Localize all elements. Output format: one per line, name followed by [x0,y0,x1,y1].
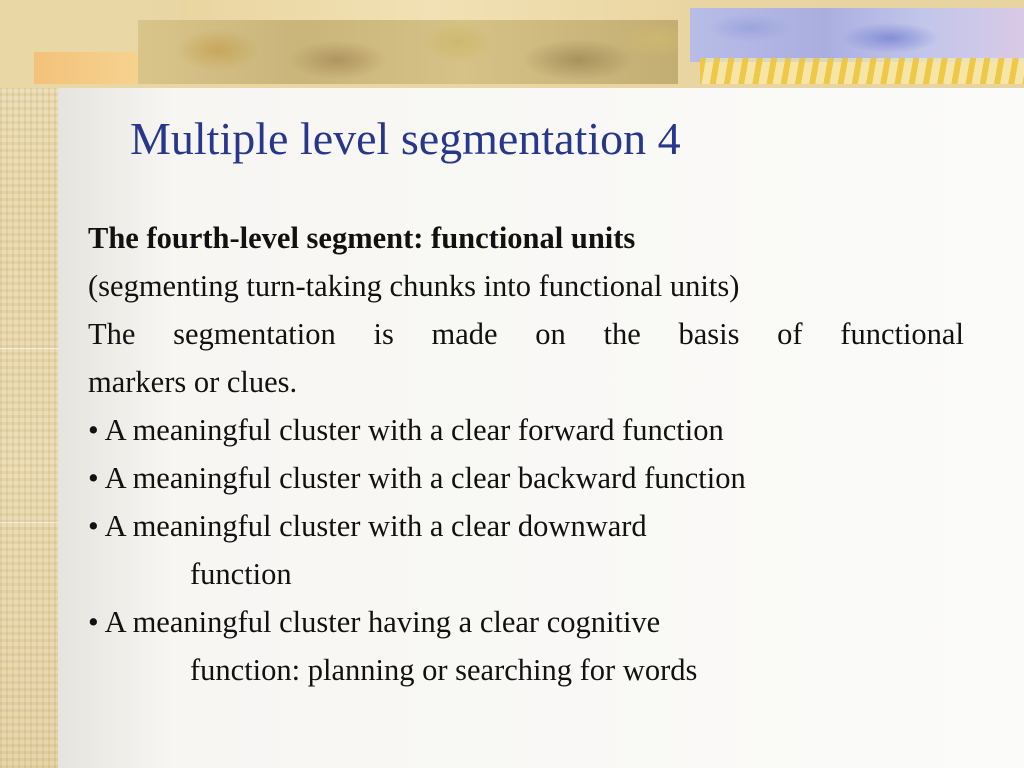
slide-content-panel [58,88,1024,768]
banner-blue-image [690,8,1024,62]
bullet-continuation: function [190,557,292,591]
slide-title: Multiple level segmentation 4 [130,113,681,164]
strip-seam [0,522,58,523]
section-heading: The fourth-level segment: functional uni… [88,221,636,255]
intro-word: on [535,317,566,351]
bullet-item: • A meaningful cluster with a clear forw… [88,413,724,447]
banner-accent-bar [34,52,144,84]
banner-gold-stripes [700,58,1024,84]
intro-line-2: markers or clues. [88,365,298,399]
bullet-item: • A meaningful cluster with a clear back… [88,461,746,495]
bullet-continuation: function: planning or searching for word… [190,653,698,687]
intro-word: functional [840,317,964,351]
bullet-item: • A meaningful cluster with a clear down… [88,509,647,543]
intro-word: basis [678,317,740,351]
banner-band [180,0,680,22]
intro-word: the [603,317,641,351]
bullet-item: • A meaningful cluster having a clear co… [88,605,661,639]
section-subheading: (segmenting turn-taking chunks into func… [88,269,740,303]
intro-word: is [373,317,394,351]
slide-body: The fourth-level segment: functional uni… [88,214,964,694]
intro-line-1: The segmentation is made on the basis of… [88,310,964,358]
banner-leaves-image [138,20,678,84]
intro-word: made [431,317,498,351]
intro-word: of [777,317,803,351]
intro-word: segmentation [173,317,336,351]
decorative-left-strip [0,0,58,768]
strip-seam [0,348,58,349]
intro-word: The [88,317,136,351]
decorative-top-banner [0,0,1024,88]
